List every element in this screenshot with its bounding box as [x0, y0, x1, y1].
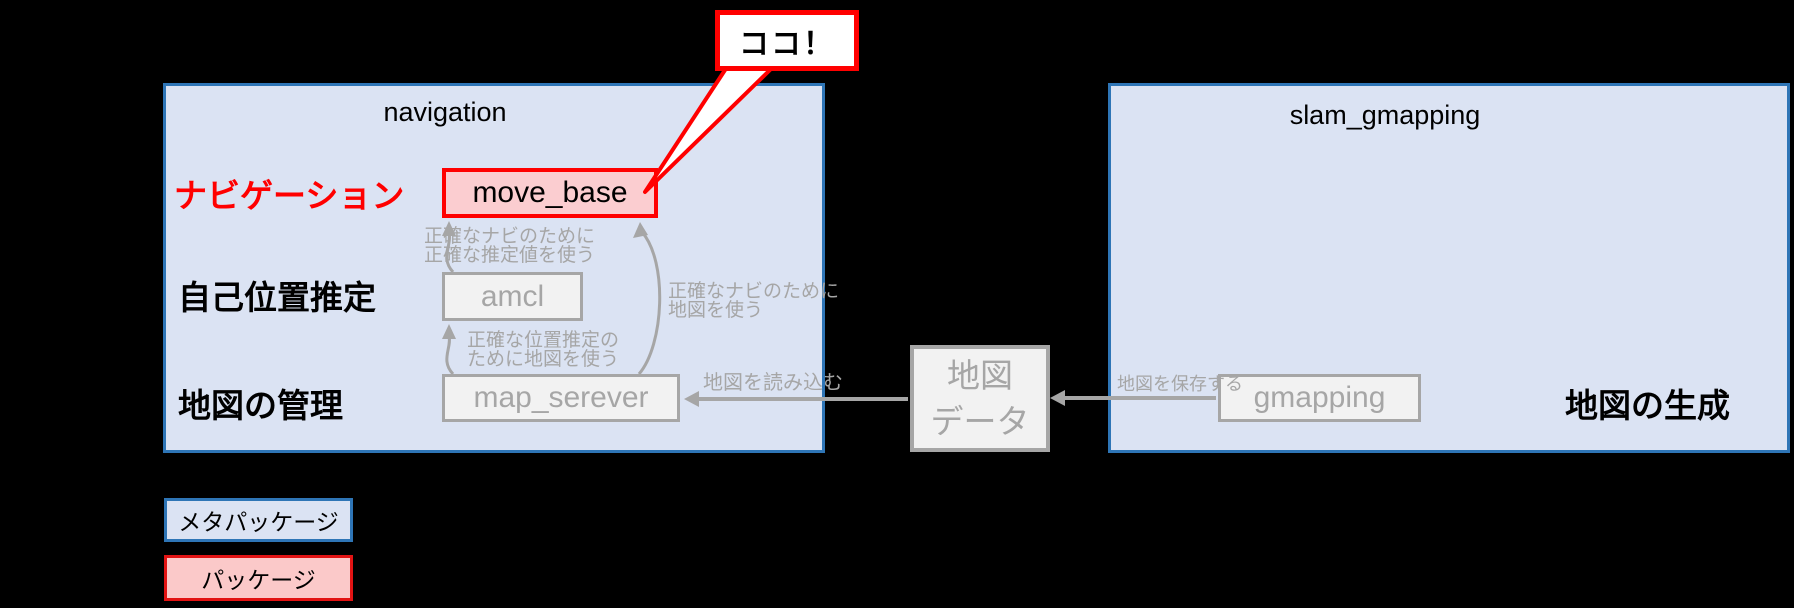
map-data-line2: データ — [930, 402, 1030, 440]
arrow-label-line: 地図を使う — [668, 300, 764, 321]
arrow-label-line: 正確なナビのために — [668, 281, 840, 302]
slam-title: slam_gmapping — [1289, 100, 1481, 130]
arrow-label-line: ために地図を使う — [467, 349, 620, 370]
node-gmapping: gmapping — [1218, 374, 1421, 422]
arrow-label-line: 正確な推定値を使う — [424, 245, 596, 266]
arrow-label-map-to-movebase: 正確なナビのために 地図を使う — [668, 282, 839, 320]
row-label-localization: 自己位置推定 — [178, 279, 376, 316]
legend-package: パッケージ — [164, 555, 353, 601]
node-map-data: 地図 データ — [910, 345, 1050, 452]
callout-label: ココ！ — [739, 27, 835, 61]
node-amcl: amcl — [442, 272, 583, 321]
arrow-label-map-to-amcl: 正確な位置推定の ために地図を使う — [467, 331, 619, 369]
arrow-label-line: 正確な位置推定の — [467, 330, 620, 351]
navigation-title: navigation — [383, 97, 507, 127]
callout-bubble: ココ！ — [715, 10, 859, 71]
row-label-map-generation: 地図の生成 — [1565, 387, 1730, 424]
row-label-navigation: ナビゲーション — [174, 177, 405, 214]
arrow-label-line: 正確なナビのために — [424, 226, 596, 247]
arrow-label-amcl-to-movebase: 正確なナビのために 正確な推定値を使う — [424, 227, 595, 265]
flow-label-load-map: 地図を読み込む — [703, 372, 843, 394]
arrowhead-gmapping-to-mapdata — [1050, 390, 1065, 406]
node-map-serever: map_serever — [442, 374, 680, 422]
legend-metapackage: メタパッケージ — [164, 498, 353, 542]
row-label-map-management: 地図の管理 — [178, 387, 343, 424]
flow-label-save-map: 地図を保存する — [1117, 374, 1243, 394]
map-data-line1: 地図 — [947, 356, 1013, 394]
node-move-base: move_base — [442, 168, 658, 218]
